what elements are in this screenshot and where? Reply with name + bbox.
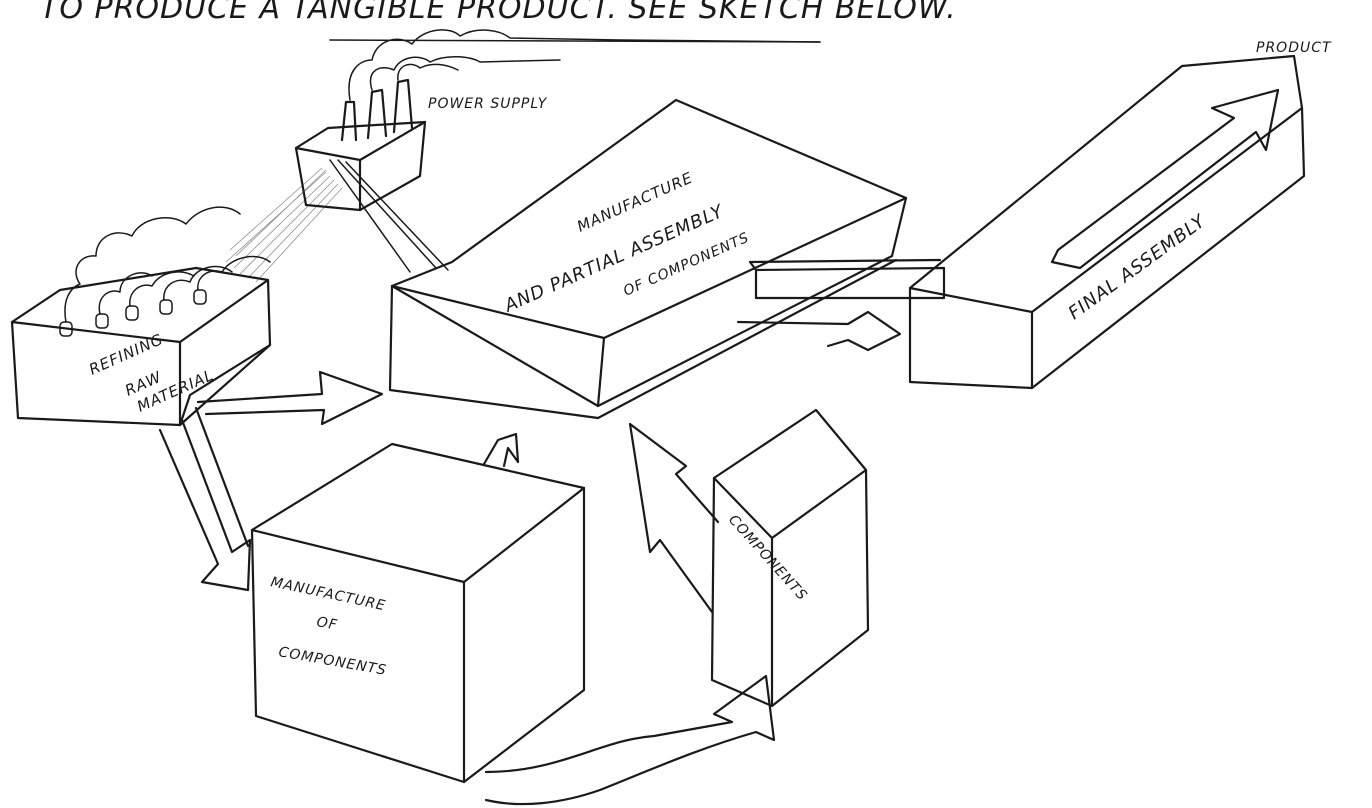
arrow-refining-to-components [158, 406, 252, 592]
arrow-components-to-manufacture [628, 422, 720, 614]
manufacture-partial-box [388, 98, 908, 420]
product-label: PRODUCT [1256, 40, 1332, 56]
components-label: COMPONENTS [725, 512, 810, 604]
connector-bar [748, 258, 946, 300]
manufacture-components-label-1: MANUFACTURE [269, 574, 387, 614]
manufacture-components-box [250, 442, 586, 784]
components-box [710, 408, 870, 708]
refining-box [10, 266, 272, 427]
refining-smoke [64, 206, 271, 323]
arrow-up-small [482, 432, 520, 468]
arrow-refining-to-manufacture [196, 370, 384, 426]
manufacture-components-label-2: OF [315, 614, 339, 633]
final-assembly-box [908, 54, 1306, 390]
header-text: TO PRODUCE A TANGIBLE PRODUCT. SEE SKETC… [40, 0, 957, 26]
manufacture-components-label-3: COMPONENTS [277, 644, 388, 679]
power-line-to-manufacture [329, 159, 449, 273]
arrow-bottom-to-components [484, 674, 776, 806]
arrow-to-final [736, 310, 902, 352]
refining-to-power-beam [225, 167, 343, 283]
power-supply-label: POWER SUPPLY [428, 96, 548, 112]
power-supply-box [294, 78, 427, 212]
power-smoke [348, 29, 821, 101]
